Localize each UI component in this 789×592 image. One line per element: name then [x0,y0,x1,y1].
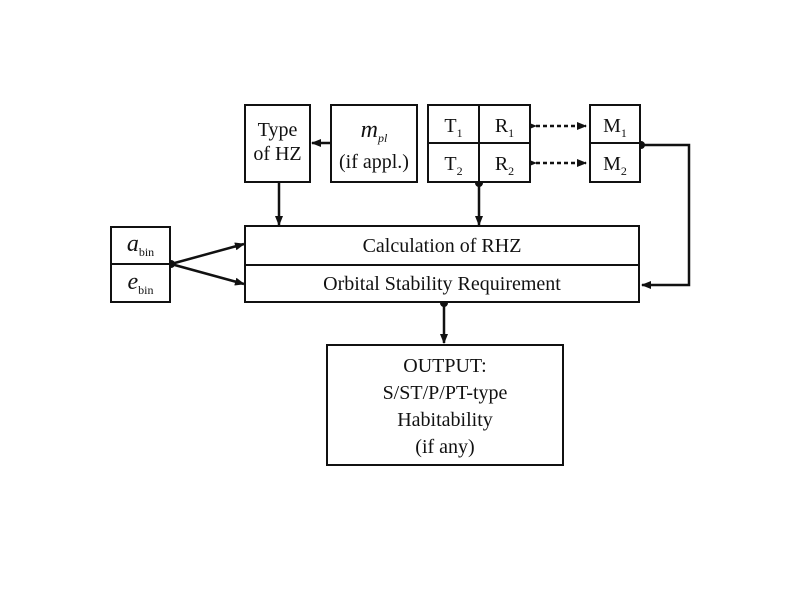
m2-sub: 2 [620,164,627,178]
cell-r1: R1 [480,114,529,145]
planet-mass-box: mpl (if appl.) [330,104,418,183]
e-bin-sub: bin [138,283,154,297]
planet-mass-note: (if appl.) [339,151,409,173]
orbital-stability-box: Orbital Stability Requirement [244,264,640,303]
m1-sub: 1 [620,126,627,140]
t1-sub: 1 [456,126,463,140]
cell-m2: M2 [591,152,639,183]
r2-sub: 2 [508,164,515,178]
planet-mass-subscript: pl [378,131,388,145]
planet-mass-m: m [360,117,378,143]
a-bin-sub: bin [138,245,155,259]
type-of-hz-line1: Type [257,119,298,141]
t1-symbol: T [444,115,457,137]
cell-r2: R2 [480,152,529,183]
t2-symbol: T [444,153,457,175]
m1-symbol: M [603,115,621,137]
grid-divider-horizontal [427,142,531,144]
output-box: OUTPUT: S/ST/P/PT-type Habitability (if … [326,344,564,466]
output-line1: OUTPUT: [403,355,487,377]
output-line2: S/ST/P/PT-type [382,382,508,404]
m2-symbol: M [603,153,621,175]
binary-divider [110,263,171,265]
cell-a-bin: abin [112,232,169,264]
r1-symbol: R [494,115,509,137]
output-line3: Habitability [397,409,493,431]
cell-m1: M1 [591,114,639,145]
rhz-calculation-box: Calculation of RHZ [244,225,640,266]
cell-e-bin: ebin [112,270,169,302]
cell-t1: T1 [429,114,478,145]
r1-sub: 1 [508,126,515,140]
t2-sub: 2 [456,164,463,178]
type-of-hz-line2: of HZ [253,143,302,165]
arrow-binary-to-stability [170,262,245,286]
output-line4: (if any) [415,436,475,458]
cell-t2: T2 [429,152,478,183]
a-bin-symbol: a [126,231,139,257]
mass-divider [589,142,641,144]
planet-mass-symbol: mpl [332,118,416,150]
r2-symbol: R [494,153,509,175]
orbital-stability-label: Orbital Stability Requirement [323,273,561,295]
arrow-m-to-stability [641,143,691,289]
e-bin-symbol: e [127,269,139,295]
type-of-hz-box: Type of HZ [244,104,311,183]
arrow-binary-to-calc [170,242,245,266]
rhz-calculation-label: Calculation of RHZ [362,235,522,257]
